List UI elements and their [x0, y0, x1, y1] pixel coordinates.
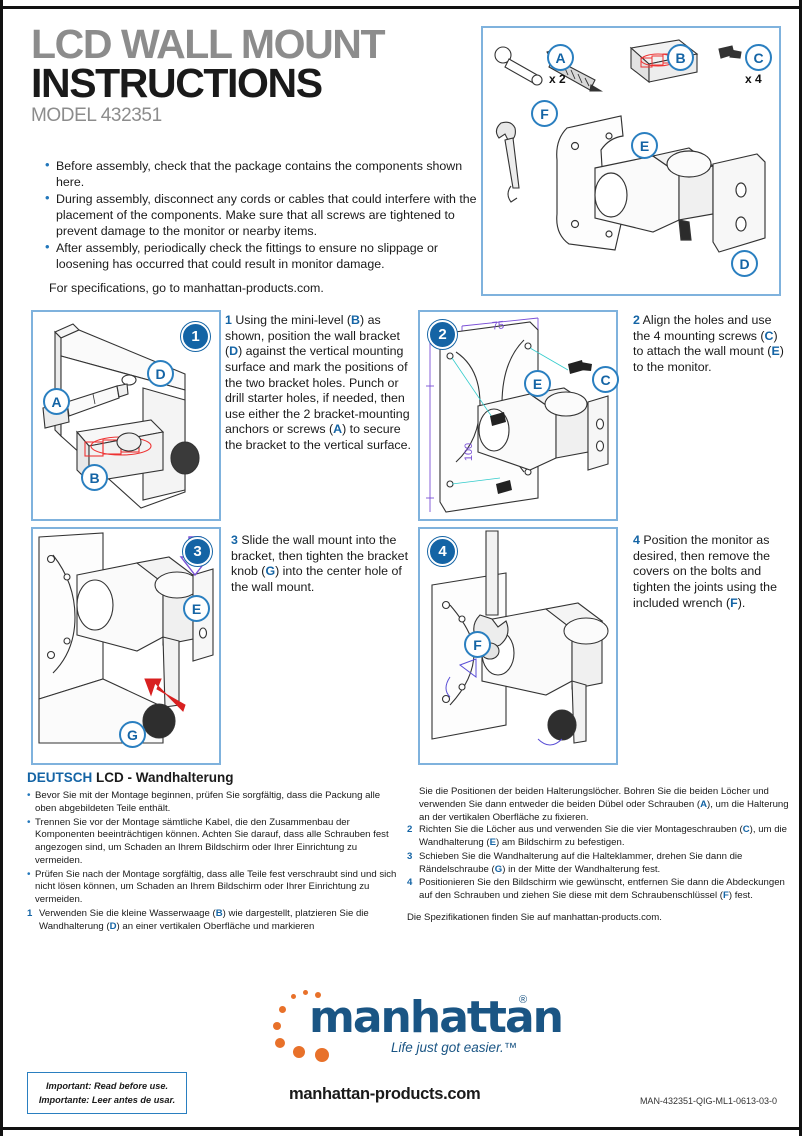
part-number: MAN-432351-QIG-ML1-0613-03-0 — [639, 1096, 777, 1106]
logo-wordmark: manhattan — [309, 992, 564, 1043]
step-1-body: Using the mini-level (B) as shown, posit… — [225, 313, 411, 452]
step-1-illustration-panel: 1 A B D — [31, 310, 221, 521]
step-3-text: 3 Slide the wall mount into the bracket,… — [231, 533, 411, 596]
logo-dot-icon — [315, 992, 321, 998]
important-notice-box: Important: Read before use. Importante: … — [27, 1072, 187, 1114]
logo-dot-icon — [273, 1022, 281, 1030]
german-step-1-body: Verwenden Sie die kleine Wasserwaage (B)… — [39, 907, 369, 932]
logo-dot-icon — [303, 990, 308, 995]
german-column-left: Bevor Sie mit der Montage beginnen, prüf… — [27, 789, 399, 934]
german-step-3-body: Schieben Sie die Wandhalterung auf die H… — [419, 850, 743, 875]
dimension-width: 75 — [491, 319, 505, 333]
step-2-number: 2 — [633, 313, 640, 327]
list-item: Trennen Sie vor der Montage sämtliche Ka… — [27, 816, 399, 868]
parts-diagram-panel: A x 2 B C x 4 F E D — [481, 26, 781, 296]
german-step-1-continued: Sie die Positionen der beiden Halterungs… — [419, 786, 789, 823]
logo-dot-icon — [279, 1006, 286, 1013]
callout-c: C — [592, 366, 619, 393]
logo-tagline: Life just got easier.™ — [391, 1040, 518, 1055]
header: LCD WALL MOUNT INSTRUCTIONS MODEL 432351 — [31, 21, 471, 127]
step-2-text: 2 Align the holes and use the 4 mounting… — [633, 313, 791, 376]
step-1-illustration — [42, 323, 200, 509]
page-title-line2: INSTRUCTIONS — [31, 59, 323, 106]
step-4-text: 4 Position the monitor as desired, then … — [633, 533, 791, 611]
step-4-body: Position the monitor as desired, then re… — [633, 533, 777, 610]
callout-d: D — [147, 360, 174, 387]
step-1-text: 1 Using the mini-level (B) as shown, pos… — [225, 313, 411, 454]
intro-notes: Before assembly, check that the package … — [45, 157, 477, 296]
callout-e: E — [631, 132, 658, 159]
step-number-4: 4 — [428, 537, 457, 566]
logo-dot-icon — [275, 1038, 285, 1048]
german-step-3: 3 Schieben Sie die Wandhalterung auf die… — [407, 851, 791, 877]
german-section-heading: DEUTSCH LCD - Wandhalterung — [27, 770, 234, 785]
step-4-illustration — [431, 530, 609, 746]
step-4-illustration-panel: 4 F — [418, 527, 618, 765]
page-title-line1: LCD WALL MOUNT — [31, 21, 386, 67]
german-step-2-number: 2 — [407, 824, 413, 836]
logo-dot-icon — [291, 994, 296, 999]
callout-c: C — [745, 44, 772, 71]
step-number-3: 3 — [183, 537, 212, 566]
step-3-body: Slide the wall mount into the bracket, t… — [231, 533, 409, 594]
german-step-3-number: 3 — [407, 850, 413, 862]
german-product-title: LCD - Wandhalterung — [96, 770, 234, 785]
callout-a: A — [43, 388, 70, 415]
insert-arrow-icon — [144, 678, 186, 712]
list-item: Bevor Sie mit der Montage beginnen, prüf… — [27, 789, 399, 816]
manhattan-logo: manhattan ® Life just got easier.™ — [261, 988, 564, 1062]
step-number-1: 1 — [181, 322, 210, 351]
part-c-quantity: x 4 — [745, 72, 762, 86]
step-1-number: 1 — [225, 313, 232, 327]
callout-g: G — [119, 721, 146, 748]
german-bullet-list: Bevor Sie mit der Montage beginnen, prüf… — [27, 789, 399, 907]
callout-e: E — [524, 370, 551, 397]
callout-e: E — [183, 595, 210, 622]
website-url[interactable]: manhattan-products.com — [289, 1085, 481, 1103]
german-step-2-body: Richten Sie die Löcher aus und verwenden… — [419, 824, 787, 848]
list-item: After assembly, periodically check the f… — [45, 239, 477, 272]
intro-bullet-list: Before assembly, check that the package … — [45, 157, 477, 272]
german-step-4-body: Positionieren Sie den Bildschirm wie gew… — [419, 877, 785, 901]
specifications-note: For specifications, go to manhattan-prod… — [49, 281, 324, 295]
callout-a: A — [547, 44, 574, 71]
step-2-illustration-panel: 2 75 100 E C — [418, 310, 619, 521]
part-a-quantity: x 2 — [549, 72, 566, 86]
step-2-body: Align the holes and use the 4 mounting s… — [633, 313, 784, 374]
german-step-2: 2 Richten Sie die Löcher aus und verwend… — [407, 824, 791, 850]
german-step-1-number: 1 — [27, 907, 33, 919]
logo-dot-icon — [315, 1048, 329, 1062]
step-3-illustration-panel: 3 E G — [31, 527, 221, 765]
step-3-number: 3 — [231, 533, 238, 547]
callout-b: B — [667, 44, 694, 71]
callout-f: F — [531, 100, 558, 127]
dimension-height: 100 — [463, 442, 476, 462]
german-step-4: 4 Positionieren Sie den Bildschirm wie g… — [407, 877, 791, 903]
important-notice-spanish: Importante: Leer antes de usar. — [38, 1095, 176, 1105]
german-column-right: Sie die Positionen der beiden Halterungs… — [407, 786, 791, 925]
callout-d: D — [731, 250, 758, 277]
registered-trademark-icon: ® — [519, 994, 528, 1006]
language-label: DEUTSCH — [27, 770, 93, 785]
list-item: During assembly, disconnect any cords or… — [45, 190, 477, 239]
step-number-2: 2 — [428, 320, 457, 349]
german-specifications-note: Die Spezifikationen finden Sie auf manha… — [407, 911, 662, 923]
callout-b: B — [81, 464, 108, 491]
logo-dot-icon — [293, 1046, 305, 1058]
list-item: Prüfen Sie nach der Montage sorgfältig, … — [27, 867, 399, 907]
step-4-number: 4 — [633, 533, 640, 547]
german-step-1: 1 Verwenden Sie die kleine Wasserwaage (… — [27, 908, 399, 934]
german-step-4-number: 4 — [407, 877, 413, 889]
list-item: Before assembly, check that the package … — [45, 157, 477, 190]
important-notice-english: Important: Read before use. — [45, 1080, 168, 1091]
callout-f: F — [464, 631, 491, 658]
model-number: MODEL 432351 — [31, 105, 162, 127]
